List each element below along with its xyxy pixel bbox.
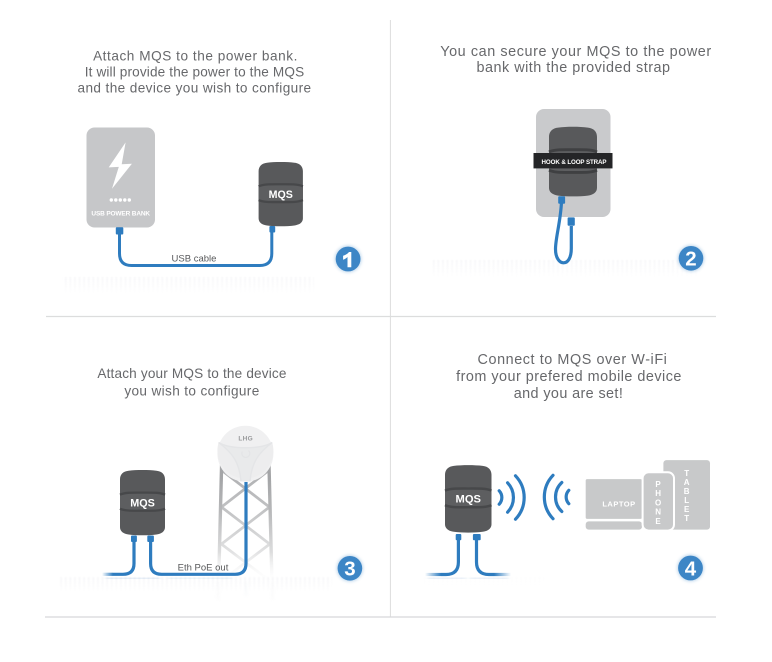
svg-text:and the device you wish to con: and the device you wish to configure <box>78 81 312 96</box>
svg-text:bank with the provided strap: bank with the provided strap <box>477 60 671 76</box>
svg-text:you wish to configure: you wish to configure <box>124 384 259 399</box>
svg-text:from your prefered mobile devi: from your prefered mobile device <box>456 369 682 385</box>
svg-text:USB cable: USB cable <box>172 254 217 265</box>
svg-text:and you are set!: and you are set! <box>514 386 623 402</box>
svg-text:It will provide the power to t: It will provide the power to the MQS <box>85 65 305 80</box>
svg-text:LHG: LHG <box>238 435 253 442</box>
svg-text:Connect to MQS over W-iFi: Connect to MQS over W-iFi <box>478 352 668 368</box>
svg-text:O: O <box>655 498 661 507</box>
svg-text:You can secure your MQS to the: You can secure your MQS to the power <box>440 44 712 60</box>
svg-text:B: B <box>684 487 690 496</box>
svg-text:P: P <box>655 480 661 489</box>
svg-text:LAPTOP: LAPTOP <box>602 499 635 508</box>
svg-text:HOOK & LOOP STRAP: HOOK & LOOP STRAP <box>542 159 607 166</box>
svg-text:A: A <box>684 478 690 487</box>
svg-text:T: T <box>684 514 689 523</box>
svg-text:E: E <box>655 517 661 526</box>
svg-text:Attach your MQS to the device: Attach your MQS to the device <box>97 366 286 381</box>
svg-text:USB POWER BANK: USB POWER BANK <box>91 211 150 218</box>
svg-text:2: 2 <box>685 248 696 271</box>
svg-text:3: 3 <box>344 558 355 581</box>
svg-text:E: E <box>684 505 690 514</box>
svg-text:T: T <box>684 469 689 478</box>
svg-text:H: H <box>655 489 661 498</box>
svg-text:Eth PoE out: Eth PoE out <box>178 563 229 574</box>
svg-text:N: N <box>655 508 661 517</box>
svg-text:Attach MQS to the power bank.: Attach MQS to the power bank. <box>93 49 298 64</box>
svg-text:L: L <box>684 496 689 505</box>
svg-text:4: 4 <box>685 557 697 580</box>
